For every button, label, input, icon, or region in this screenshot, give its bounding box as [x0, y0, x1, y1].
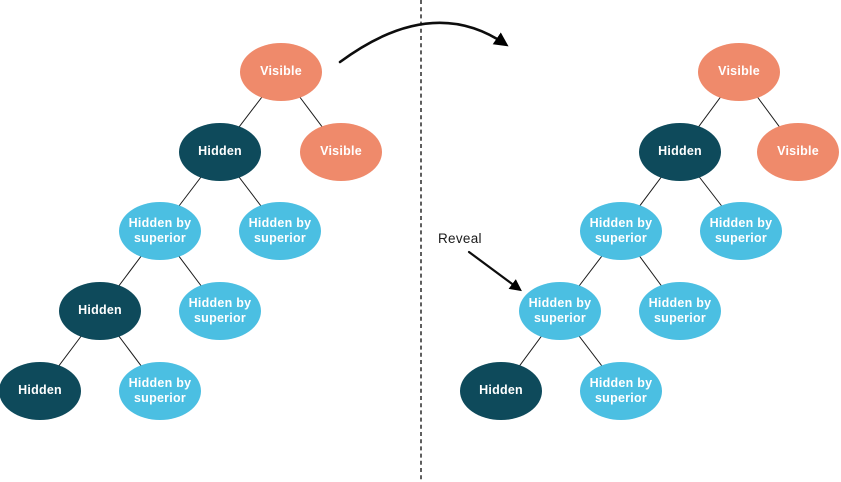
tree-node-hidden-by-superior: Hidden by superior: [119, 362, 201, 420]
tree-node-hidden: Hidden: [639, 123, 721, 181]
before-after-transform-arrow-icon: [338, 21, 509, 64]
reveal-pointer-arrow-icon: [467, 250, 522, 292]
tree-node-hidden-by-superior: Hidden by superior: [700, 202, 782, 260]
tree-node-visible: Visible: [698, 43, 780, 101]
tree-node-hidden-by-superior: Hidden by superior: [239, 202, 321, 260]
reveal-label: Reveal: [438, 231, 482, 246]
tree-node-hidden-by-superior: Hidden by superior: [179, 282, 261, 340]
tree-node-visible: Visible: [757, 123, 839, 181]
tree-node-visible: Visible: [300, 123, 382, 181]
tree-node-hidden: Hidden: [460, 362, 542, 420]
tree-node-hidden-by-superior: Hidden by superior: [119, 202, 201, 260]
tree-node-hidden-by-superior: Hidden by superior: [580, 362, 662, 420]
tree-node-hidden: Hidden: [179, 123, 261, 181]
tree-node-hidden-by-superior: Hidden by superior: [639, 282, 721, 340]
tree-node-hidden-by-superior: Hidden by superior: [580, 202, 662, 260]
tree-node-hidden-by-superior: Hidden by superior: [519, 282, 601, 340]
tree-node-hidden: Hidden: [0, 362, 81, 420]
tree-node-hidden: Hidden: [59, 282, 141, 340]
tree-node-visible: Visible: [240, 43, 322, 101]
